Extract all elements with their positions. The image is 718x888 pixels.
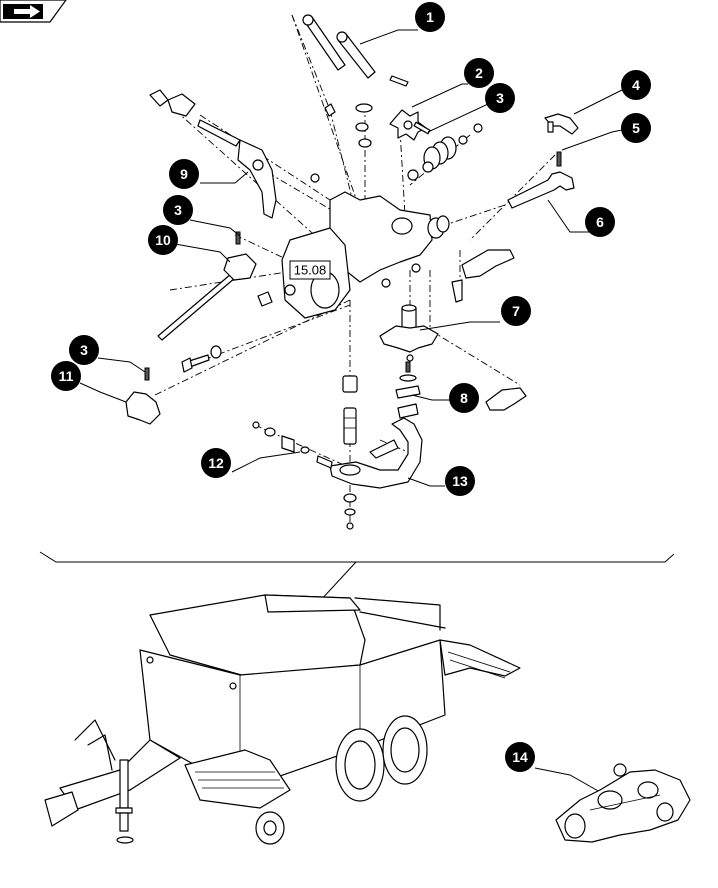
callout-14-label: 14 xyxy=(512,749,528,765)
callout-9[interactable]: 9 xyxy=(169,159,199,189)
part-5-pin xyxy=(556,151,562,167)
part-4-latch xyxy=(544,113,579,135)
part-6-hook-shaft xyxy=(507,171,575,209)
washers-column xyxy=(324,103,373,148)
part-13-hook xyxy=(329,417,423,489)
hub-stack xyxy=(407,123,483,181)
callout-2-label: 2 xyxy=(475,65,483,81)
callout-3-middle-label: 3 xyxy=(174,202,182,218)
callout-3-lower[interactable]: 3 xyxy=(69,335,99,365)
callout-9-label: 9 xyxy=(180,166,188,182)
reference-label[interactable]: 15.08 xyxy=(289,260,331,280)
leader-lines xyxy=(79,29,623,793)
callout-4-label: 4 xyxy=(632,77,640,93)
part-14-assembly xyxy=(555,763,691,843)
callout-12-label: 12 xyxy=(208,455,224,471)
callout-1[interactable]: 1 xyxy=(415,2,445,32)
reference-label-text: 15.08 xyxy=(294,263,327,278)
callout-2[interactable]: 2 xyxy=(464,58,494,88)
callout-11[interactable]: 11 xyxy=(51,361,81,391)
part-10-shaft xyxy=(157,231,273,341)
bottom-washers xyxy=(343,493,357,530)
forward-arrow-icon[interactable] xyxy=(0,0,67,23)
callout-10[interactable]: 10 xyxy=(148,225,178,255)
callout-13-label: 13 xyxy=(452,473,468,489)
callout-12[interactable]: 12 xyxy=(201,448,231,478)
callout-3-upper-label: 3 xyxy=(496,90,504,106)
part-2-sprocket xyxy=(389,109,427,141)
callout-7-label: 7 xyxy=(512,303,520,319)
part-9-arm-assembly xyxy=(149,89,277,219)
callout-5[interactable]: 5 xyxy=(621,113,651,143)
part-7-hub xyxy=(379,304,439,362)
part-8-stack xyxy=(395,361,421,419)
curved-bracket xyxy=(485,387,527,411)
bushing-pin xyxy=(342,375,358,445)
callout-3-lower-label: 3 xyxy=(80,342,88,358)
part-1-lever-arms xyxy=(302,14,409,87)
callout-8[interactable]: 8 xyxy=(449,383,479,413)
part-12-pin-assembly xyxy=(252,421,333,469)
baler-machine xyxy=(44,594,521,845)
callout-7[interactable]: 7 xyxy=(501,296,531,326)
callout-3-upper[interactable]: 3 xyxy=(485,83,515,113)
callout-6-label: 6 xyxy=(596,214,604,230)
callout-14[interactable]: 14 xyxy=(505,742,535,772)
part-11-sprocket xyxy=(125,367,161,425)
callout-4[interactable]: 4 xyxy=(621,70,651,100)
bolt-washer xyxy=(181,345,222,373)
callout-6[interactable]: 6 xyxy=(585,207,615,237)
callout-13[interactable]: 13 xyxy=(445,466,475,496)
handle-grip xyxy=(451,249,515,303)
callout-1-label: 1 xyxy=(426,9,434,25)
callout-11-label: 11 xyxy=(59,368,74,384)
callout-5-label: 5 xyxy=(632,120,640,136)
callout-8-label: 8 xyxy=(460,390,468,406)
callout-10-label: 10 xyxy=(155,232,171,248)
callout-3-middle[interactable]: 3 xyxy=(163,195,193,225)
